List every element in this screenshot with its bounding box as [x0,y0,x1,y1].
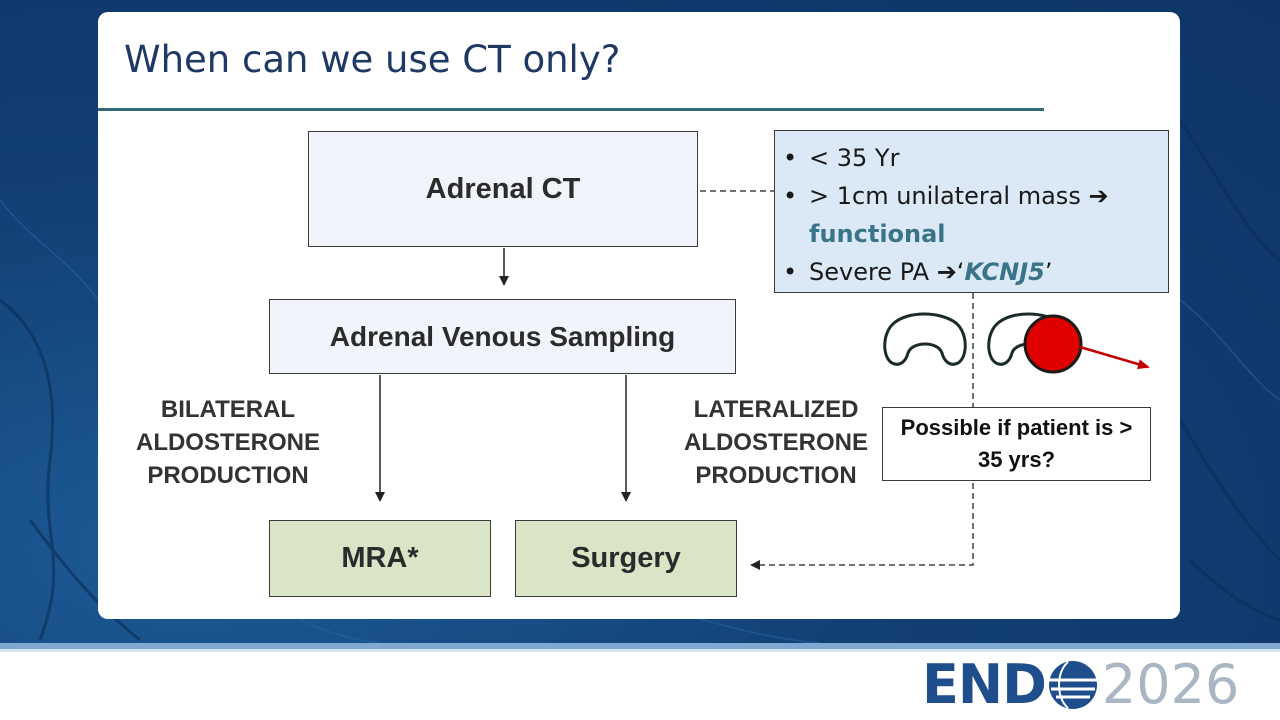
right-arrow-icon: ➔ [1088,182,1109,210]
surgery-box: Surgery [515,520,737,597]
background-vessel-pattern [0,119,1280,643]
footer-accent-bar [0,643,1280,649]
age-question-box: Possible if patient is > 35 yrs? [882,407,1151,481]
title-underline [98,108,1044,111]
criterion-severe-pa: •Severe PA ➔‘KCNJ5’ [775,253,1168,291]
kcnj5-gene-label: KCNJ5 [964,258,1045,286]
bullet-icon: • [783,144,798,172]
slide-title: When can we use CT only? [124,38,621,81]
globe-icon [1048,661,1097,709]
lateralized-line-1: LATERALIZED [693,396,859,423]
adrenal-with-tumor-icon [987,312,1150,374]
lateralized-line-3: PRODUCTION [695,462,857,489]
adrenal-gland-illustration [883,312,1150,374]
bilateral-line-2: ALDOSTERONE [135,429,320,456]
criterion-mass: •> 1cm unilateral mass ➔functional [775,177,1168,253]
avs-label: Adrenal Venous Sampling [329,320,676,352]
criterion-age: •< 35 Yr [775,139,1168,177]
adrenal-ct-label: Adrenal CT [425,172,581,205]
age-question-text: Possible if patient is > 35 yrs? [900,415,1133,472]
surgery-label: Surgery [571,542,681,574]
lateralized-production-label: LATERALIZED ALDOSTERONE PRODUCTION [668,393,884,492]
normal-adrenal-gland-icon [883,312,967,366]
endo-2026-logo: END 2026 [922,657,1239,713]
bilateral-production-label: BILATERAL ALDOSTERONE PRODUCTION [128,393,328,492]
logo-brand-text: END [922,653,1047,716]
bilateral-line-1: BILATERAL [160,396,296,423]
adrenal-ct-box: Adrenal CT [308,131,698,247]
footer-accent-bar-light [0,649,1280,652]
ct-only-criteria-box: •< 35 Yr •> 1cm unilateral mass ➔functio… [774,130,1169,293]
mra-label: MRA* [341,542,419,574]
dashed-connector-criteria-to-surgery [750,293,974,570]
bullet-icon: • [783,182,798,210]
adrenal-venous-sampling-box: Adrenal Venous Sampling [269,299,736,374]
bilateral-line-3: PRODUCTION [147,462,309,489]
functional-emphasis: functional [809,220,946,248]
mra-box: MRA* [269,520,491,597]
bullet-icon: • [783,258,798,286]
right-arrow-icon: ➔ [936,258,957,286]
lateralized-line-2: ALDOSTERONE [683,429,868,456]
logo-year-text: 2026 [1101,653,1240,716]
